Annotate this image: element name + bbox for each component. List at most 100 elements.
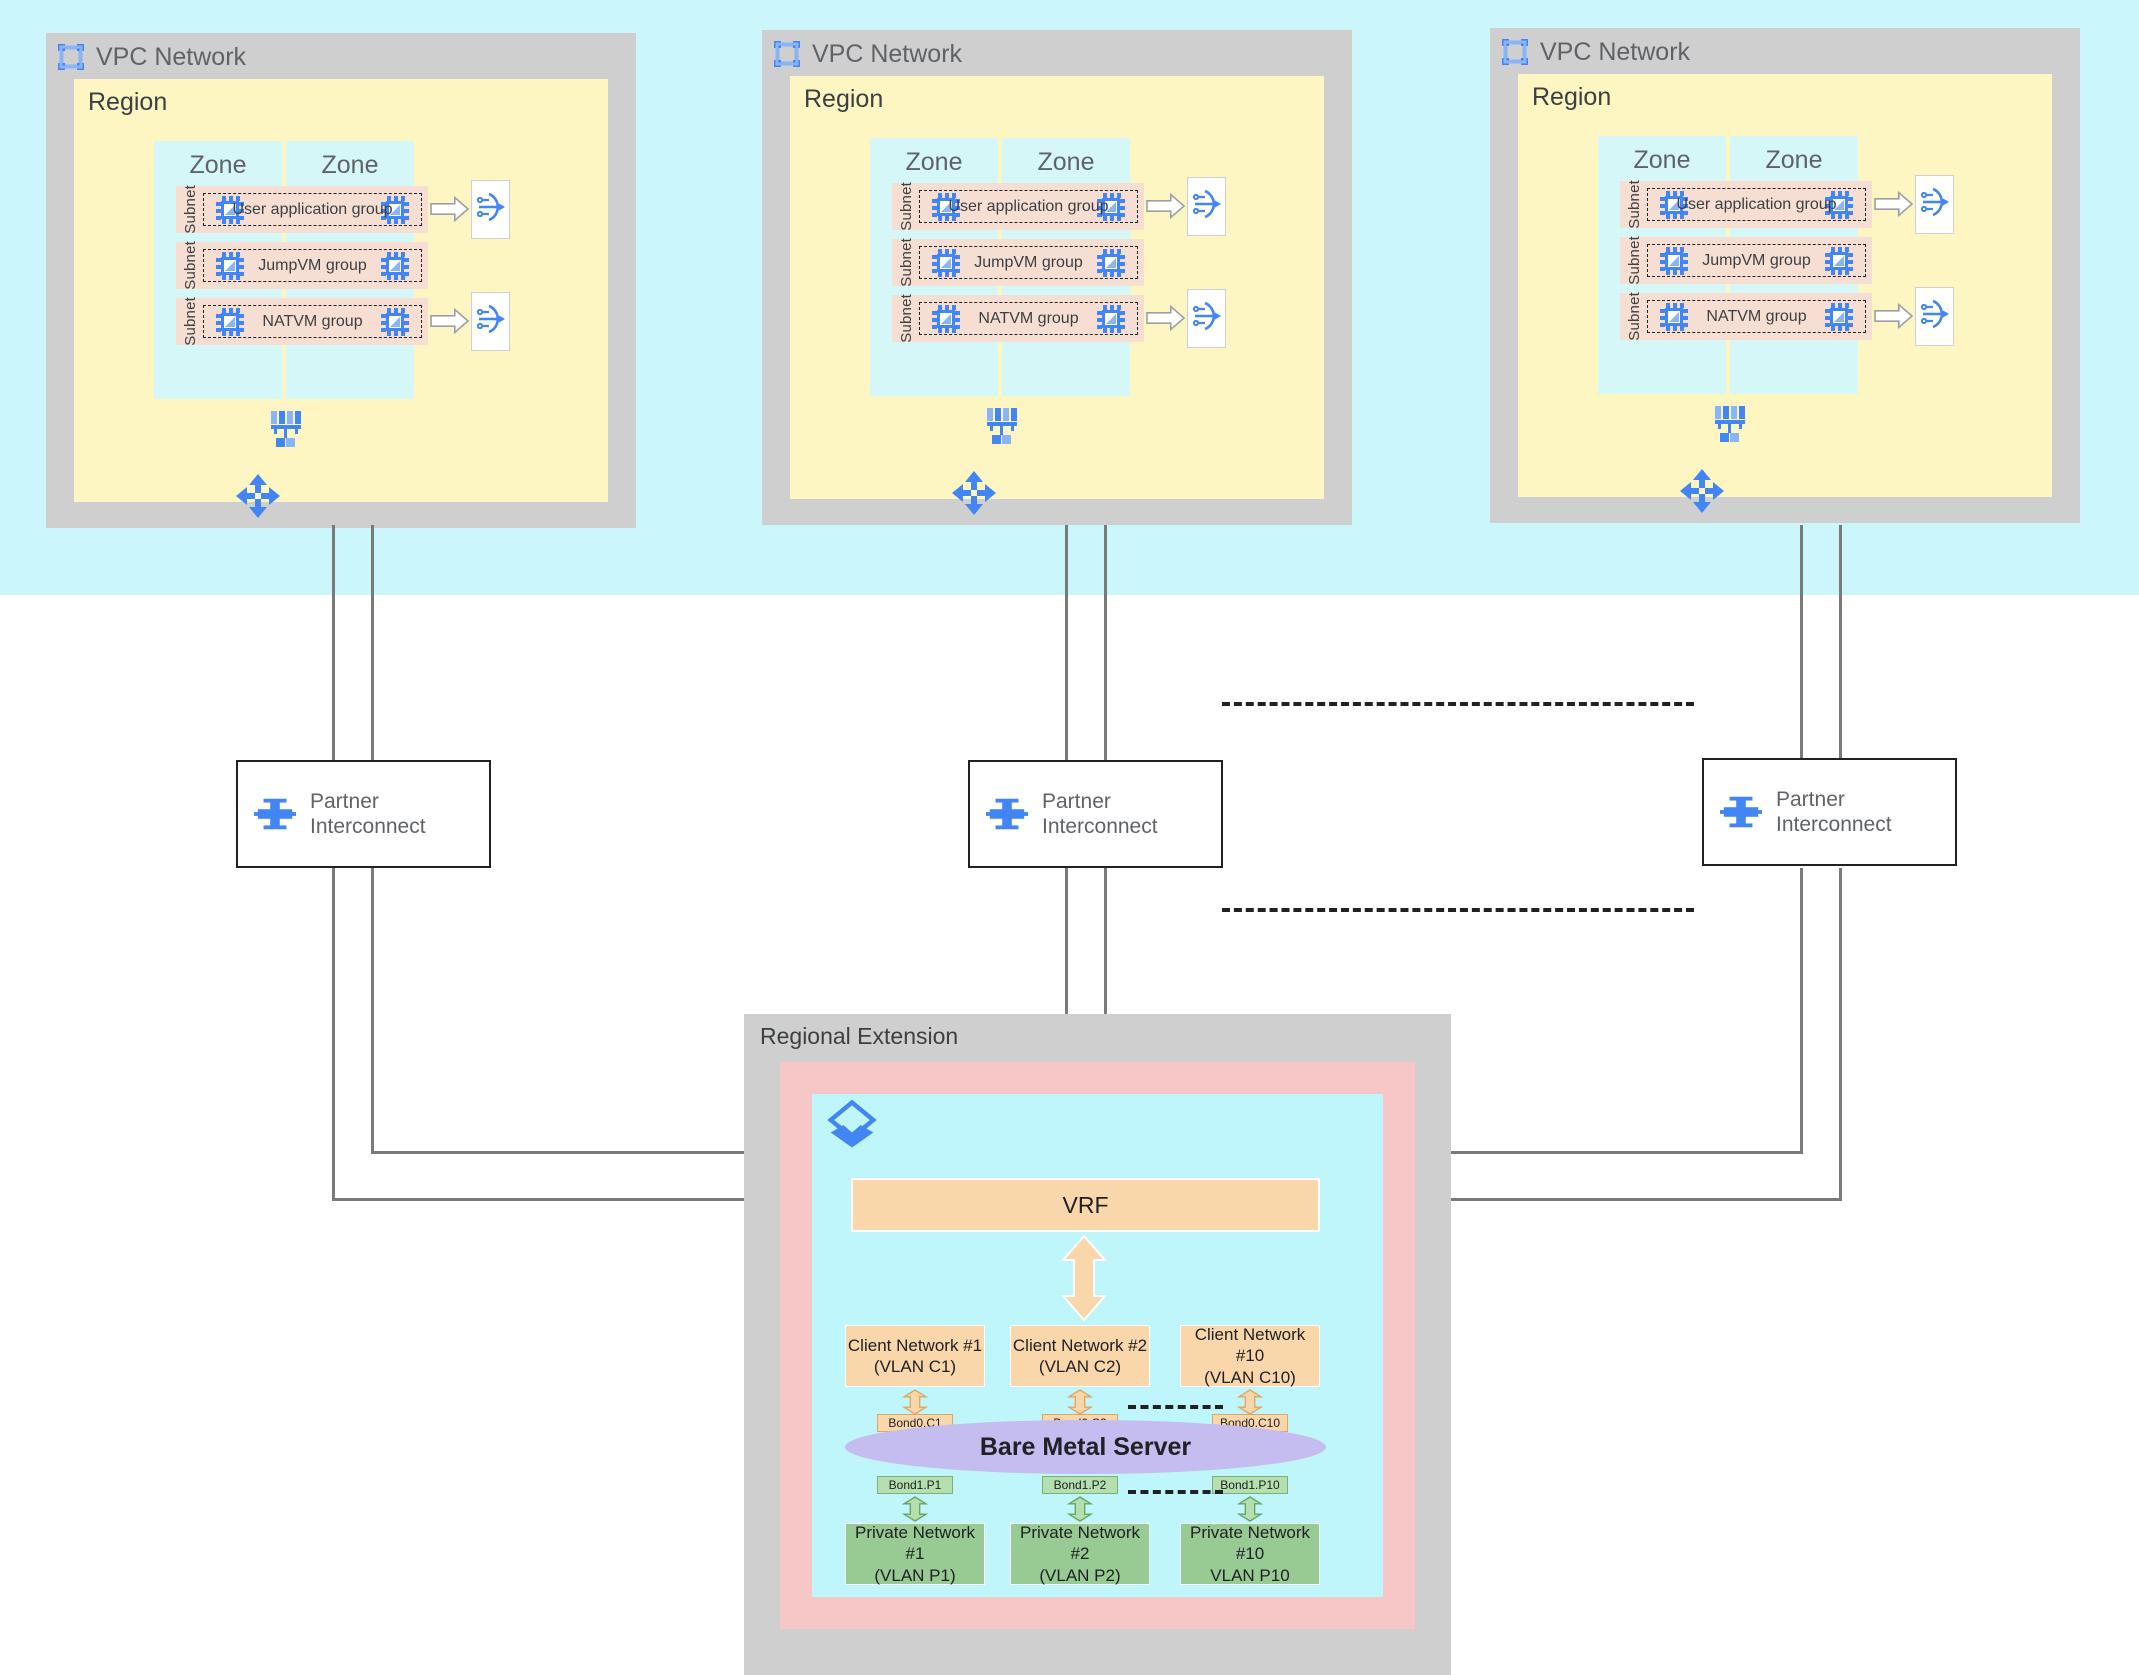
cloud-nat-card[interactable] [1915, 175, 1954, 234]
subnet-strip: Subnet JumpVM group [1620, 236, 1872, 285]
vm-instance-group[interactable]: NATVM group [203, 305, 422, 338]
client-network-box[interactable]: Client Network #2 (VLAN C2) [1010, 1325, 1150, 1387]
vpc-network-header: VPC Network [46, 33, 246, 81]
subnet-gateway-icon [268, 409, 304, 449]
vpc-network-header: VPC Network [1490, 28, 1690, 76]
client-network-vlan: (VLAN C10) [1204, 1367, 1296, 1387]
vpc-network-icon [1500, 37, 1530, 67]
bond-tag-private: Bond1.P10 [1212, 1476, 1288, 1494]
connector-pi1-b-h [371, 1151, 852, 1154]
connector-vpc3-a [1800, 525, 1803, 760]
vm-instance-group[interactable]: JumpVM group [203, 249, 422, 282]
subnet-label: Subnet [182, 297, 199, 346]
vm-chip-icon [1097, 304, 1125, 333]
vm-group-label: JumpVM group [1702, 251, 1811, 269]
subnet-strip: Subnet NATVM group [1620, 292, 1872, 341]
private-network-vlan: #10 [1235, 1544, 1265, 1564]
vm-group-label: NATVM group [262, 312, 363, 330]
pi-line-1: Partner [1776, 787, 1845, 811]
client-network-vlan: (VLAN C2) [1038, 1357, 1122, 1376]
subnet-label: Subnet [1626, 292, 1643, 341]
subnet-strip: Subnet User application group [892, 182, 1144, 231]
vm-chip-icon [1825, 190, 1853, 219]
vm-group-label: NATVM group [978, 309, 1079, 327]
vm-instance-group[interactable]: JumpVM group [919, 246, 1138, 279]
client-network-link-arrow [1066, 1389, 1094, 1415]
private-network-vlan-extra: VLAN P10 [1210, 1565, 1290, 1585]
vm-chip-icon [216, 195, 244, 224]
bare-metal-server-label: Bare Metal Server [979, 1432, 1192, 1461]
vm-instance-group[interactable]: User application group [203, 193, 422, 226]
partner-interconnect-box[interactable]: Partner Interconnect [236, 760, 491, 868]
layers-icon [822, 1095, 882, 1155]
cloud-nat-icon [474, 302, 508, 341]
partner-interconnect-icon [1720, 791, 1762, 833]
region-label: Region [88, 88, 168, 116]
vm-chip-icon [932, 192, 960, 221]
private-network-link-arrow [901, 1496, 929, 1522]
cloud-nat-card[interactable] [1187, 289, 1226, 348]
vm-instance-group[interactable]: NATVM group [919, 302, 1138, 335]
vm-instance-group[interactable]: User application group [1647, 188, 1866, 221]
vm-chip-icon [381, 307, 409, 336]
connector-vpc1-b [371, 525, 374, 760]
private-network-name: Private Network #2 [1020, 1523, 1140, 1564]
partner-interconnect-box[interactable]: Partner Interconnect [1702, 758, 1957, 866]
bare-metal-server[interactable]: Bare Metal Server [845, 1420, 1326, 1474]
vm-group-label: JumpVM group [258, 256, 367, 274]
private-network-box[interactable]: Private Network #2 (VLAN P2) [1010, 1523, 1150, 1585]
subnet-label: Subnet [898, 238, 915, 287]
vpc-network-title: VPC Network [96, 42, 247, 71]
vm-group-label: JumpVM group [974, 253, 1083, 271]
connector-pi3-a [1800, 868, 1803, 1151]
subnet-to-nat-arrow [430, 195, 470, 223]
zone-label: Zone [321, 151, 379, 179]
subnet-label: Subnet [182, 241, 199, 290]
zone-label: Zone [1037, 148, 1095, 176]
zone-label: Zone [189, 151, 247, 179]
connector-pi1-a [332, 868, 335, 1198]
client-network-link-arrow [901, 1389, 929, 1415]
vrf-box[interactable]: VRF [851, 1178, 1320, 1232]
regional-extension-label: Regional Extension [760, 1023, 959, 1049]
cloud-nat-card[interactable] [471, 180, 510, 239]
vm-chip-icon [932, 248, 960, 277]
zone-label: Zone [905, 148, 963, 176]
vm-chip-icon [1660, 246, 1688, 275]
cloud-nat-icon [474, 190, 508, 229]
connector-pi3-b [1839, 868, 1842, 1198]
client-network-box[interactable]: Client Network #10 (VLAN C10) [1180, 1325, 1320, 1387]
subnet-to-nat-arrow [1874, 190, 1914, 218]
private-network-name: Private Network #1 [855, 1523, 975, 1564]
vm-instance-group[interactable]: JumpVM group [1647, 244, 1866, 277]
vm-chip-icon [216, 251, 244, 280]
vm-instance-group[interactable]: NATVM group [1647, 300, 1866, 333]
cloud-router-icon [235, 473, 281, 519]
subnet-strip: Subnet NATVM group [176, 297, 428, 346]
vrf-label: VRF [1062, 1191, 1109, 1218]
client-network-box[interactable]: Client Network #1 (VLAN C1) [845, 1325, 985, 1387]
subnet-strip: Subnet NATVM group [892, 294, 1144, 343]
vpc-network-header: VPC Network [762, 30, 962, 78]
subnet-strip: Subnet User application group [176, 185, 428, 234]
cloud-nat-card[interactable] [471, 292, 510, 351]
vm-group-label: User application group [232, 200, 393, 218]
private-network-box[interactable]: Private Network #1 (VLAN P1) [845, 1523, 985, 1585]
partner-interconnect-label: Partner Interconnect [310, 789, 426, 839]
vm-instance-group[interactable]: User application group [919, 190, 1138, 223]
vpc-network-title: VPC Network [812, 39, 963, 68]
cloud-nat-card[interactable] [1915, 287, 1954, 346]
ellipsis-dash-top [1222, 702, 1694, 706]
private-network-vlan: (VLAN P1) [874, 1565, 956, 1585]
subnet-gateway-icon [1712, 404, 1748, 444]
pi-line-2: Interconnect [1042, 815, 1158, 838]
cloud-nat-icon [1190, 187, 1224, 226]
subnet-label: Subnet [182, 185, 199, 234]
partner-interconnect-box[interactable]: Partner Interconnect [968, 760, 1223, 868]
connector-pi1-a-h [332, 1198, 852, 1201]
cloud-nat-card[interactable] [1187, 177, 1226, 236]
